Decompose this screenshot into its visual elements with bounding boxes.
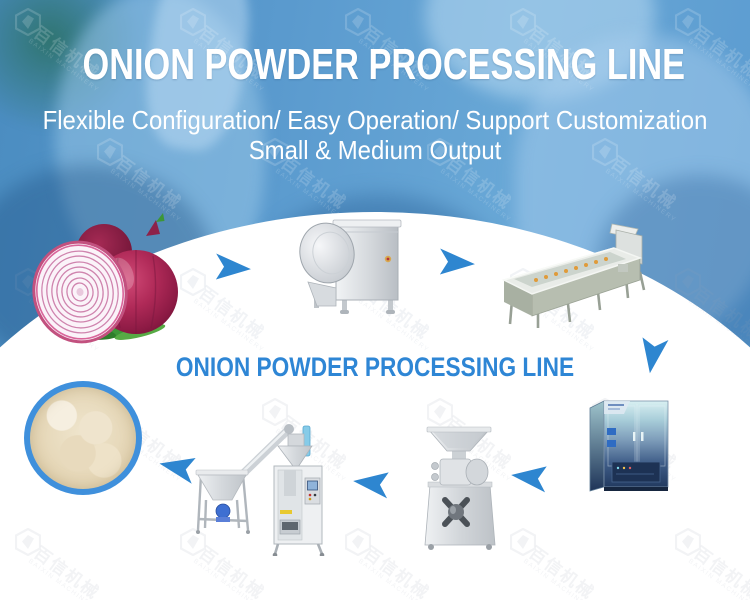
arrow-left-icon (159, 457, 196, 484)
arrow-right-icon (439, 248, 475, 275)
drying-machine-photo (589, 400, 669, 492)
arrow-down-icon (642, 337, 669, 374)
onion-powder-photo (24, 381, 142, 495)
header-subtitle-line1: Flexible Configuration/ Easy Operation/ … (42, 105, 708, 135)
header-subtitle-line2: Small & Medium Output (248, 135, 502, 165)
grinding-machine-photo (424, 426, 496, 550)
page-title: ONION POWDER PROCESSING LINE (82, 40, 686, 89)
packing-machine-photo (195, 424, 325, 556)
process-line-title: ONION POWDER PROCESSING LINE (175, 352, 575, 382)
arrow-right-icon (215, 253, 251, 280)
red-onions-photo (32, 213, 178, 344)
bubble-washing-machine-photo (501, 223, 646, 328)
slicing-machine-photo (299, 219, 402, 314)
arrow-left-icon (353, 472, 389, 499)
arrow-left-icon (511, 466, 547, 493)
